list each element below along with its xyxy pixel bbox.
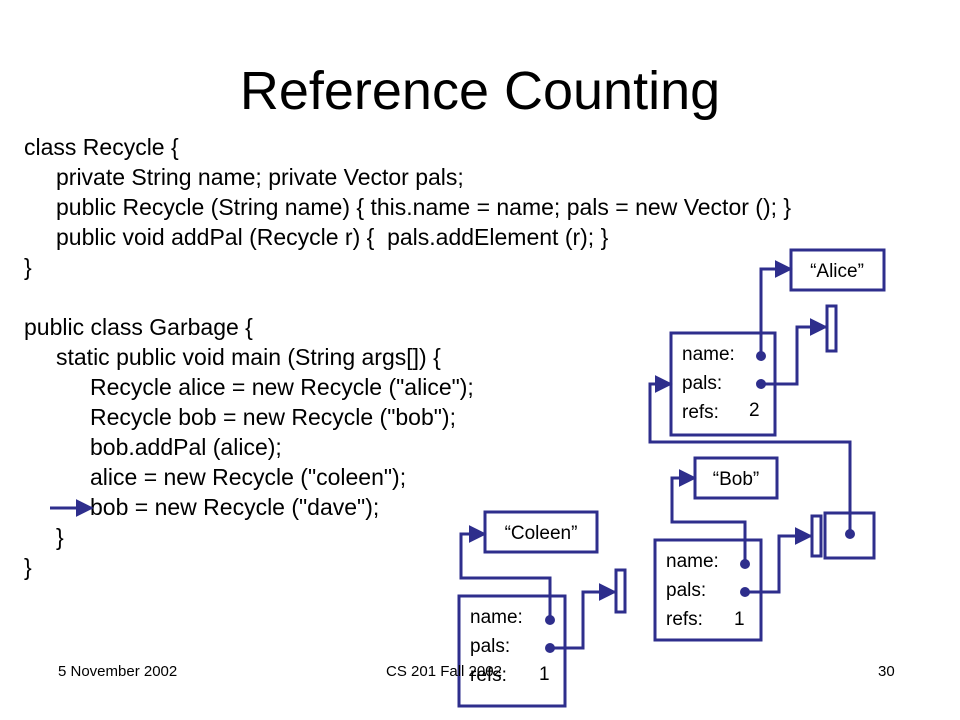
bob-name-label: name: xyxy=(666,551,719,572)
code-line: class Recycle { xyxy=(24,134,179,160)
coleen-pals-label: pals: xyxy=(470,636,510,657)
code-line: public class Garbage { xyxy=(24,314,253,340)
coleen-pals-vector xyxy=(614,568,627,614)
bob-pals-pointer xyxy=(745,527,813,594)
bob-pals-element-pointer xyxy=(648,375,852,534)
bob-object-box xyxy=(653,538,763,642)
code-line: } xyxy=(24,554,32,580)
alice-name-pointer xyxy=(759,260,793,356)
bob-pals-vector xyxy=(810,514,823,558)
code-line: } xyxy=(24,254,32,280)
bob-refs-label: refs: xyxy=(666,609,703,630)
footer-date: 5 November 2002 xyxy=(58,663,178,680)
alice-refs-label: refs: xyxy=(682,402,719,423)
bob-name-pointer xyxy=(670,469,747,564)
coleen-name-pointer xyxy=(459,525,552,620)
bob-string-label: “Bob” xyxy=(713,469,759,490)
slide-title: Reference Counting xyxy=(239,61,721,121)
alice-refs-count: 2 xyxy=(749,400,760,421)
coleen-pals-pointer xyxy=(550,583,617,650)
alice-pals-label: pals: xyxy=(682,373,722,394)
bob-refs-count: 1 xyxy=(734,609,745,630)
coleen-object-box xyxy=(457,594,567,708)
code-line: public Recycle (String name) { this.name… xyxy=(56,194,792,220)
coleen-refs-label: refs: xyxy=(470,665,507,686)
alice-pals-pointer xyxy=(761,318,828,386)
code-line: public void addPal (Recycle r) { pals.ad… xyxy=(56,224,609,250)
code-line-current: alice = new Recycle ("coleen"); xyxy=(90,464,407,490)
code-line: bob = new Recycle ("dave"); xyxy=(90,494,380,520)
code-line: static public void main (String args[]) … xyxy=(56,344,441,370)
alice-pals-vector xyxy=(825,304,838,353)
code-line: Recycle bob = new Recycle ("bob"); xyxy=(90,404,456,430)
coleen-string-label: “Coleen” xyxy=(505,523,578,544)
code-line: private String name; private Vector pals… xyxy=(56,164,464,190)
bob-pals-label: pals: xyxy=(666,580,706,601)
code-line: bob.addPal (alice); xyxy=(90,434,282,460)
coleen-name-label: name: xyxy=(470,607,523,628)
alice-name-label: name: xyxy=(682,344,735,365)
coleen-refs-count: 1 xyxy=(539,664,550,685)
footer-page-number: 30 xyxy=(878,663,895,680)
alice-string-label: “Alice” xyxy=(810,261,864,282)
footer-course: CS 201 Fall 2002 xyxy=(386,663,502,680)
code-line: Recycle alice = new Recycle ("alice"); xyxy=(90,374,474,400)
code-line: } xyxy=(56,524,64,550)
